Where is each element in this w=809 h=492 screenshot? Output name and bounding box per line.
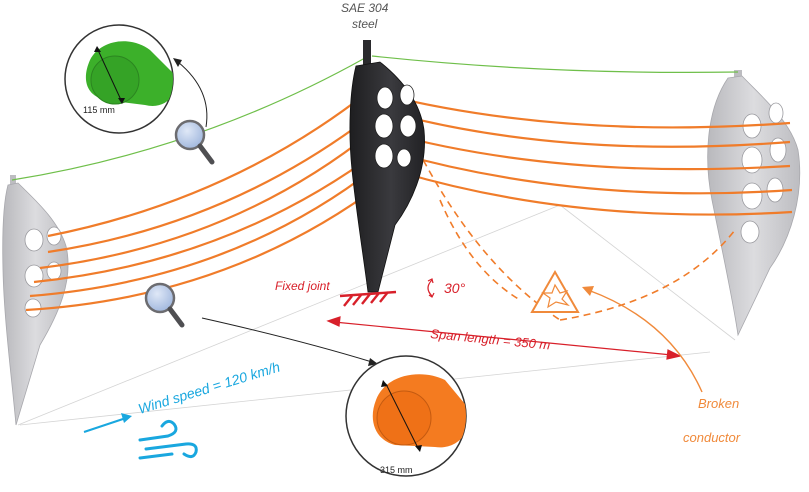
wind-arrow <box>83 413 132 433</box>
side-tower-left <box>2 175 69 426</box>
phase-conductors-right-span <box>371 90 793 216</box>
fixed-joint-label: Fixed joint <box>275 279 330 293</box>
material-label-line2: steel <box>352 17 378 31</box>
top-pointer-head <box>173 58 182 67</box>
top-pointer-arrow <box>177 61 208 128</box>
phase-conductor-cross-section: 315 mm <box>345 355 467 477</box>
angle-label: 30° <box>444 280 466 296</box>
broken-pointer-arrow <box>587 289 703 393</box>
magnifier-icon <box>174 119 215 165</box>
phase-conductor-diameter-label: 315 mm <box>380 465 413 475</box>
warning-fire-icon <box>530 269 580 313</box>
span-length-arrow <box>326 316 682 360</box>
span-length-label: Span length = 350 m <box>430 326 551 352</box>
ground-wire-diameter-label: 115 mm <box>83 105 115 115</box>
angle-arc <box>427 278 435 298</box>
wind-icon <box>138 419 198 460</box>
wind-speed-label: Wind speed = 120 km/h <box>136 358 282 416</box>
ground-wire-cross-section: 115 mm <box>64 24 174 134</box>
material-label-line1: SAE 304 <box>341 1 389 15</box>
bottom-pointer-arrow <box>201 317 373 363</box>
side-tower-right <box>707 70 801 337</box>
broken-conductor-label-line2: conductor <box>683 430 741 445</box>
broken-pointer-head <box>582 286 594 296</box>
central-tower <box>349 40 425 293</box>
magnifier-icon <box>144 282 185 328</box>
broken-conductor-label-line1: Broken <box>698 396 739 411</box>
fixed-joint-icon <box>339 290 397 307</box>
phase-conductors-left-span <box>25 91 385 312</box>
